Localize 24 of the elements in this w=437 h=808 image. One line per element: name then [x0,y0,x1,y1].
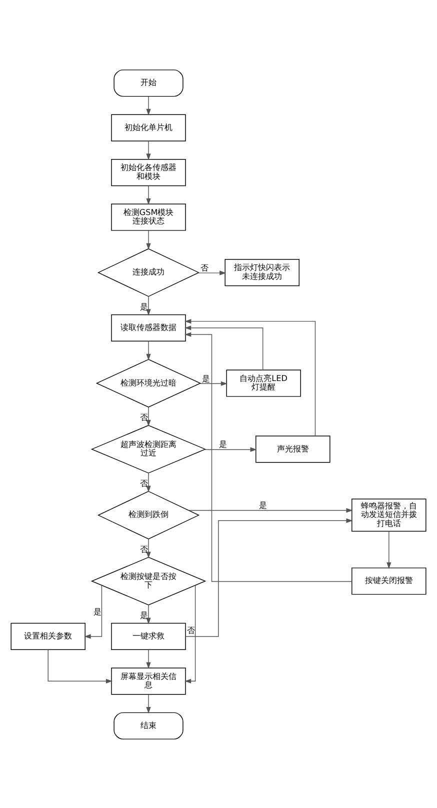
arrow [184,584,196,683]
arrow [198,270,226,275]
arrow [185,518,353,636]
arrow [48,649,113,683]
arrow [84,584,102,638]
arrow [146,96,151,116]
arrow [146,472,151,492]
arrow [386,530,392,568]
arrow [146,185,151,204]
arrow [146,296,151,316]
arrow [188,508,353,512]
arrow [146,538,151,558]
arrow [184,318,316,436]
arrow [146,649,151,668]
arrow [146,694,151,714]
arrow [146,406,151,426]
arrow [146,340,151,360]
arrow [204,446,257,452]
arrow [199,380,228,386]
arrow [146,604,151,624]
arrow [184,332,352,582]
arrow [146,230,151,250]
arrow [146,140,151,160]
arrow [184,325,264,370]
